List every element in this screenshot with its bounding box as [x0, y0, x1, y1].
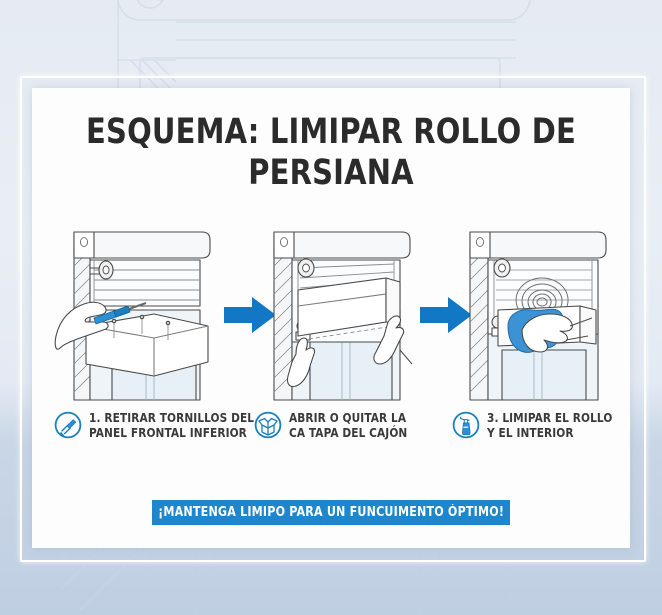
arrow-step1-to-step2	[222, 294, 278, 336]
status-banner: ¡MANTENGA LIMIPO PARA UN FUNCUIMENTO ÓPT…	[152, 500, 510, 525]
caption-step-1: 1. RETIRAR TORNILLOS DEL PANEL FRONTAL I…	[54, 410, 254, 440]
step-3-illustration	[446, 214, 616, 404]
status-banner-text: ¡MANTENGA LIMIPO PARA UN FUNCUIMENTO ÓPT…	[157, 505, 505, 520]
arrow-step2-to-step3	[418, 294, 474, 336]
open-box-icon	[254, 411, 282, 439]
infographic-card: ESQUEMA: LIMIPAR ROLLO DE PERSIANA	[32, 88, 630, 548]
title-line-1: ESQUEMA: LIMIPAR ROLLO DE	[86, 112, 576, 152]
caption-3-line-2: Y EL INTERIOR	[487, 425, 574, 440]
screwdriver-icon	[54, 411, 82, 439]
page-title: ESQUEMA: LIMIPAR ROLLO DE PERSIANA	[56, 112, 606, 194]
spray-bottle-icon	[452, 411, 480, 439]
step-captions: 1. RETIRAR TORNILLOS DEL PANEL FRONTAL I…	[32, 410, 630, 466]
caption-2-line-1: ABRIR O QUITAR LA	[289, 410, 407, 425]
caption-step-1-text: 1. RETIRAR TORNILLOS DEL PANEL FRONTAL I…	[89, 410, 254, 440]
step-1-illustration	[50, 214, 220, 404]
step-2-illustration	[250, 214, 420, 404]
caption-step-2: ABRIR O QUITAR LA CA TAPA DEL CAJÓN	[254, 410, 434, 440]
caption-step-3: 3. LIMIPAR EL ROLLO Y EL INTERIOR	[452, 410, 627, 440]
steps-illustrations	[32, 214, 630, 404]
caption-step-3-text: 3. LIMIPAR EL ROLLO Y EL INTERIOR	[487, 410, 612, 440]
caption-1-line-1: 1. RETIRAR TORNILLOS DEL	[89, 410, 255, 425]
caption-3-line-1: 3. LIMIPAR EL ROLLO	[487, 410, 613, 425]
caption-2-line-2: CA TAPA DEL CAJÓN	[289, 425, 408, 440]
caption-1-line-2: PANEL FRONTAL INFERIOR	[89, 425, 247, 440]
caption-step-2-text: ABRIR O QUITAR LA CA TAPA DEL CAJÓN	[289, 410, 407, 440]
title-line-2: PERSIANA	[248, 153, 414, 193]
